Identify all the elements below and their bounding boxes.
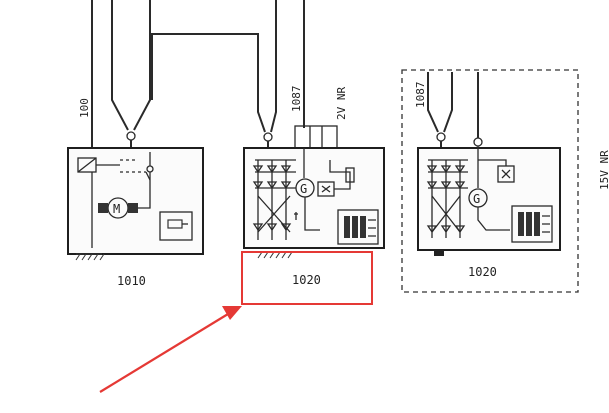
starter-unit: M (67, 147, 204, 261)
alternator-unit-1: G (243, 147, 385, 259)
red-arrow-head (222, 306, 242, 320)
wire-label-right-edge: 15V NR (598, 150, 609, 190)
top-wiring (91, 0, 483, 150)
highlight-box (241, 251, 373, 305)
alternator-unit-2: G (401, 69, 579, 293)
motor-symbol: M (113, 202, 120, 216)
label-1010: 1010 (117, 274, 146, 288)
highlight-annotation: 1020 (99, 251, 373, 393)
wire-label-2v-nr: 2V NR (335, 87, 348, 120)
label-1020-highlighted: 1020 (292, 273, 321, 287)
wire-label-1087-b: 1087 (414, 82, 427, 109)
wire-label-1087-a: 1087 (290, 86, 303, 113)
label-1020-dashed: 1020 (468, 265, 497, 279)
generator-symbol-1: G (300, 182, 307, 196)
red-arrow-shaft (99, 313, 229, 393)
wire-label-100: 100 (78, 98, 91, 118)
generator-symbol-2: G (473, 192, 480, 206)
